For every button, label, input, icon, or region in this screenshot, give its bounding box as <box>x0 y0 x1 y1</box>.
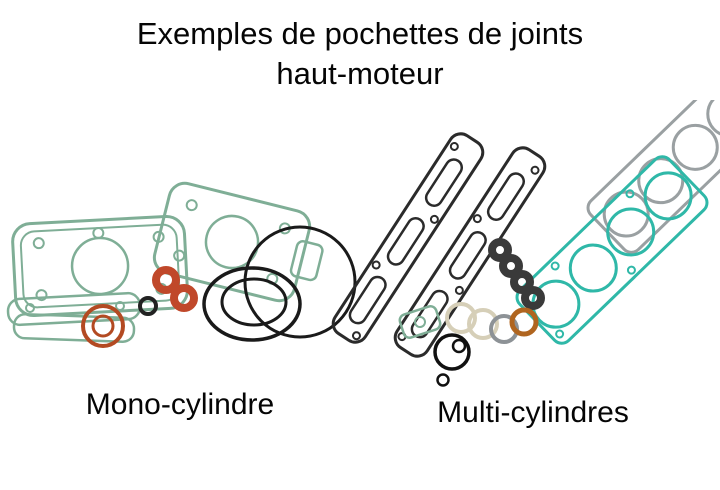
large-black-orings-graphic <box>202 225 357 342</box>
gasket-kits-photo <box>6 100 720 387</box>
page-title-line2: haut-moteur <box>276 56 444 91</box>
exhaust-ring-graphic <box>81 304 125 348</box>
fibre-washer-2 <box>467 308 499 340</box>
caption-mono-cylindre: Mono-cylindre <box>85 388 275 421</box>
orange-oring-2 <box>170 284 198 312</box>
mono-cylinder-gasket-group <box>6 181 357 348</box>
valve-stem-seals-graphic <box>488 238 545 310</box>
oil-seal-graphic <box>433 333 471 387</box>
small-black-ring <box>138 296 158 316</box>
cylinder-base-gasket-graphic <box>11 214 189 318</box>
small-green-gasket-graphic <box>398 305 442 339</box>
page-title: Exemples de pochettes de joints haut-mot… <box>0 14 720 94</box>
caption-multi-cylindres: Multi-cylindres <box>437 396 629 429</box>
valve-cover-gasket-1-graphic <box>331 132 485 344</box>
multi-cylinder-gasket-group <box>331 100 720 387</box>
fibre-washer-1 <box>445 302 477 334</box>
page-title-line1: Exemples de pochettes de joints <box>136 16 584 51</box>
copper-washer <box>509 307 539 337</box>
orange-oring-1 <box>152 266 180 294</box>
